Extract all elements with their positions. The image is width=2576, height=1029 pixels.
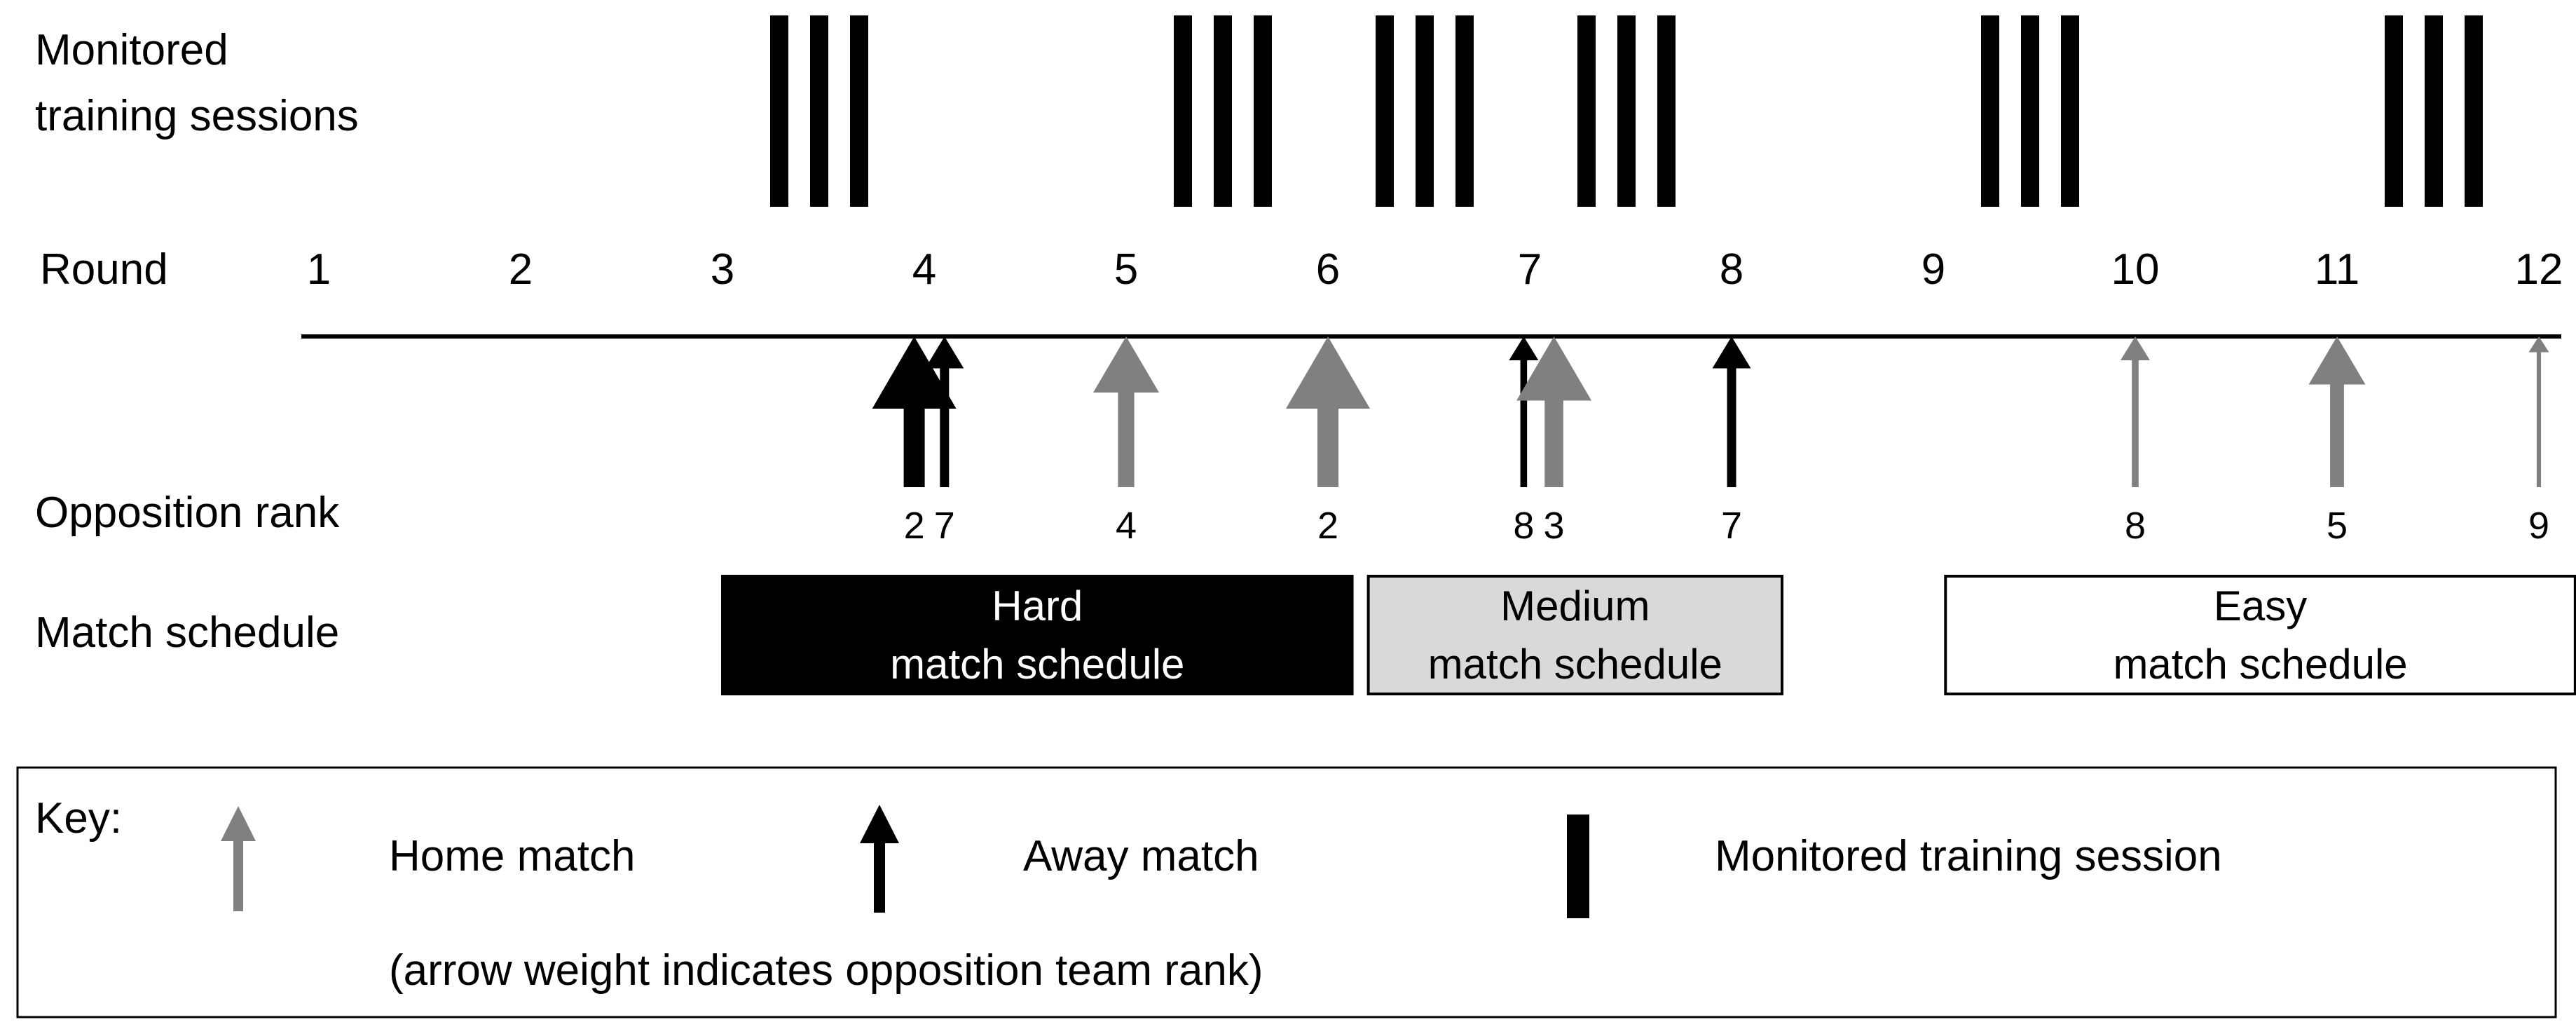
match-arrows xyxy=(872,336,2549,487)
round-number-8: 8 xyxy=(1720,245,1743,294)
easy-schedule-box: Easy match schedule xyxy=(1944,575,2576,695)
training-session-bar xyxy=(1617,15,1636,207)
round-number-1: 1 xyxy=(307,245,331,294)
medium-schedule-subtitle: match schedule xyxy=(1428,641,1722,688)
round-number-2: 2 xyxy=(509,245,533,294)
training-session-bar xyxy=(1214,15,1232,207)
round-number-3: 3 xyxy=(711,245,734,294)
round-label: Round xyxy=(40,245,168,294)
opposition-rank-value: 2 xyxy=(904,505,925,547)
monitored-label-line1: Monitored xyxy=(35,26,228,74)
training-session-bar xyxy=(1174,15,1192,207)
monitored-label-line2: training sessions xyxy=(35,92,359,140)
training-session-bar xyxy=(2061,15,2079,207)
training-sessions xyxy=(770,15,2483,207)
key-training-bar-icon xyxy=(1567,815,1589,918)
training-session-bar xyxy=(2021,15,2039,207)
opposition-rank-value: 2 xyxy=(1317,505,1338,547)
medium-schedule-box: Medium match schedule xyxy=(1366,575,1783,695)
round-number-9: 9 xyxy=(1921,245,1945,294)
hard-schedule-subtitle: match schedule xyxy=(890,641,1184,688)
opposition-rank-value: 9 xyxy=(2528,505,2549,547)
training-session-bar xyxy=(850,15,868,207)
key-training-label: Monitored training session xyxy=(1715,832,2222,880)
away-match-arrow-icon xyxy=(1509,336,1539,487)
opposition-rank-label: Opposition rank xyxy=(35,489,340,537)
key-note: (arrow weight indicates opposition team … xyxy=(389,946,1263,995)
home-match-arrow-icon xyxy=(1093,336,1159,487)
home-match-arrow-icon xyxy=(2308,336,2366,487)
round-number-7: 7 xyxy=(1518,245,1542,294)
training-session-bar xyxy=(1577,15,1596,207)
round-number-4: 4 xyxy=(912,245,936,294)
opposition-rank-value: 4 xyxy=(1116,505,1137,547)
away-match-arrow-icon xyxy=(925,336,964,487)
training-session-bar xyxy=(1981,15,1999,207)
round-number-10: 10 xyxy=(2111,245,2160,294)
away-match-arrow-icon xyxy=(1712,336,1751,487)
away-match-arrow-icon xyxy=(872,336,957,487)
key-title: Key: xyxy=(35,794,122,843)
round-number-11: 11 xyxy=(2315,245,2359,294)
home-match-arrow-icon xyxy=(1516,336,1592,487)
key-away-arrow-icon xyxy=(860,805,899,913)
round-number-12: 12 xyxy=(2515,245,2563,294)
match-schedule-label: Match schedule xyxy=(35,608,339,657)
opposition-rank-value: 7 xyxy=(934,505,955,547)
home-match-arrow-icon xyxy=(1286,336,1370,487)
training-session-bar xyxy=(810,15,828,207)
training-session-bar xyxy=(1376,15,1394,207)
training-session-bar xyxy=(1416,15,1434,207)
medium-schedule-title: Medium xyxy=(1500,582,1650,629)
round-number-6: 6 xyxy=(1316,245,1340,294)
opposition-rank-value: 8 xyxy=(2125,505,2146,547)
opposition-rank-value: 3 xyxy=(1544,505,1565,547)
opposition-rank-value: 5 xyxy=(2327,505,2348,547)
round-number-5: 5 xyxy=(1114,245,1138,294)
training-session-bar xyxy=(1657,15,1676,207)
hard-schedule-title: Hard xyxy=(992,582,1083,629)
easy-schedule-subtitle: match schedule xyxy=(2113,641,2407,688)
key-away-label: Away match xyxy=(1023,832,1259,880)
training-session-bar xyxy=(2385,15,2403,207)
key-home-label: Home match xyxy=(389,832,635,880)
training-session-bar xyxy=(1455,15,1474,207)
opposition-rank-value: 8 xyxy=(1513,505,1534,547)
home-match-arrow-icon xyxy=(2121,336,2150,487)
home-match-arrow-icon xyxy=(2528,336,2549,487)
key-box xyxy=(16,766,2557,1018)
easy-schedule-title: Easy xyxy=(2214,582,2307,629)
training-session-bar xyxy=(1254,15,1272,207)
training-session-bar xyxy=(770,15,788,207)
training-session-bar xyxy=(2465,15,2483,207)
opposition-rank-value: 7 xyxy=(1721,505,1742,547)
key-home-arrow-icon xyxy=(221,806,256,911)
hard-schedule-box: Hard match schedule xyxy=(721,575,1354,695)
training-session-bar xyxy=(2425,15,2443,207)
